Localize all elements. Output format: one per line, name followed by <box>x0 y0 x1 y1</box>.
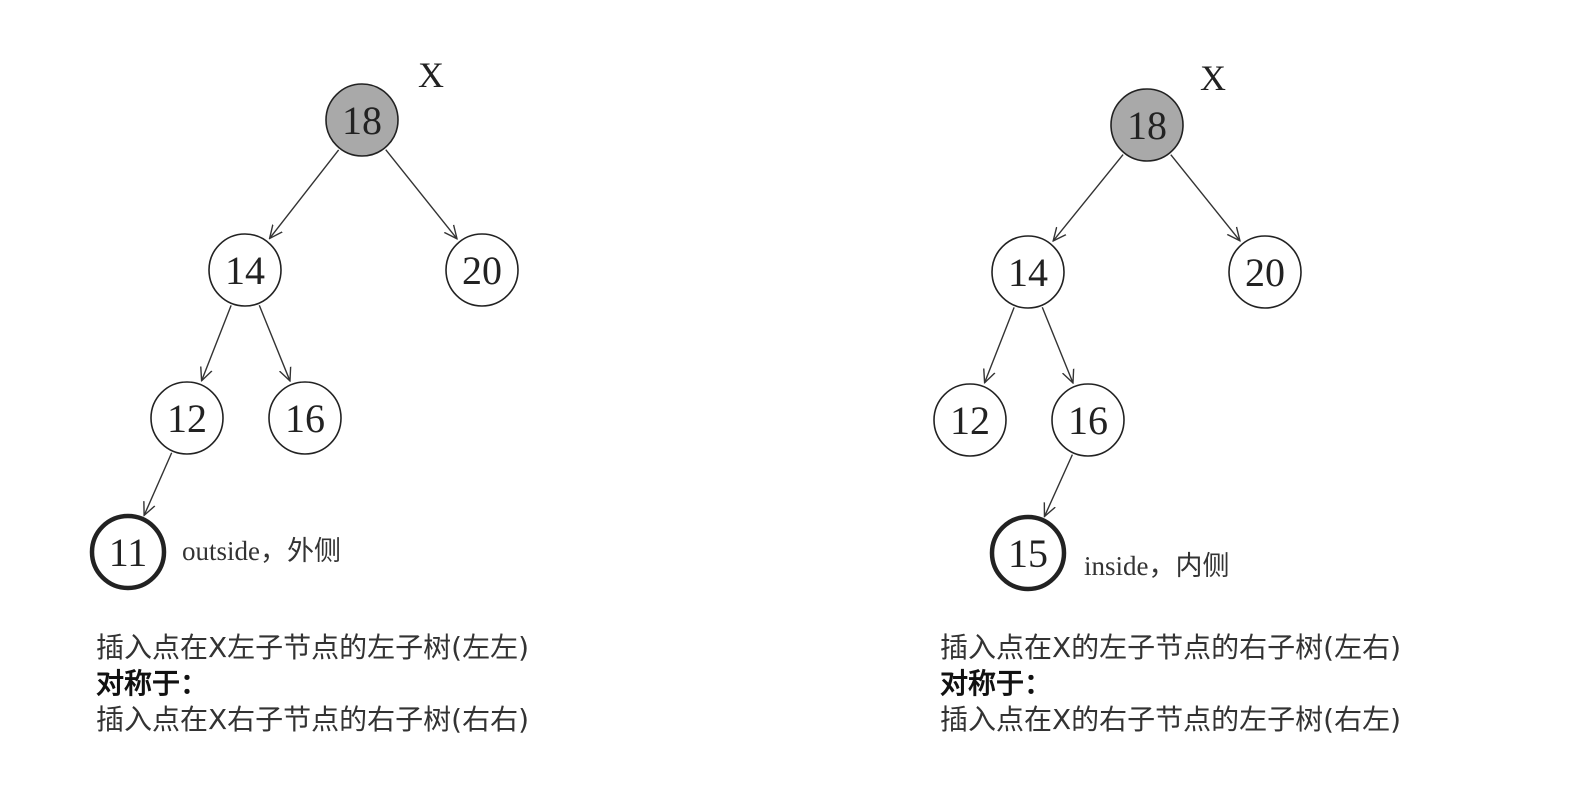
right-node-20: 20 <box>1228 235 1302 309</box>
left-node-12: 12 <box>150 381 224 455</box>
left-node-value-11: 11 <box>109 530 148 575</box>
left-node-14: 14 <box>208 233 282 307</box>
left-node-20: 20 <box>445 233 519 307</box>
left-edge-12-to-11 <box>144 452 173 516</box>
right-node-14: 14 <box>991 235 1065 309</box>
right-node-circle-20 <box>1228 235 1302 309</box>
right-edge-16-to-15 <box>1044 454 1074 517</box>
right-caption: 插入点在X的左子节点的右子树(左右) 对称于： 插入点在X的右子节点的左子树(右… <box>940 630 1401 738</box>
left-node-circle-14 <box>208 233 282 307</box>
right-inserted-position-label: inside，内侧 <box>1084 551 1230 581</box>
right-node-circle-15 <box>989 514 1067 592</box>
left-node-circle-11 <box>89 513 167 591</box>
left-node-value-20: 20 <box>462 248 502 293</box>
left-node-value-14: 14 <box>225 248 265 293</box>
right-node-value-15: 15 <box>1008 531 1048 576</box>
left-node-16: 16 <box>268 381 342 455</box>
left-caption-symmetric-label: 对称于： <box>96 667 209 700</box>
right-node-18-root: 18 <box>1110 88 1184 162</box>
left-node-circle-18 <box>325 83 399 157</box>
left-node-circle-12 <box>150 381 224 455</box>
right-node-circle-12 <box>933 383 1007 457</box>
left-edge-14-to-12 <box>202 305 232 380</box>
right-edge-18-to-20 <box>1170 154 1240 241</box>
right-edge-14-to-16 <box>1041 306 1073 383</box>
left-edge-14-to-16 <box>258 304 290 381</box>
left-node-value-16: 16 <box>285 396 325 441</box>
right-node-value-18: 18 <box>1127 103 1167 148</box>
right-node-circle-14 <box>991 235 1065 309</box>
left-root-x-label: X <box>418 55 444 95</box>
right-edge-18-to-14 <box>1053 154 1124 241</box>
left-caption-line1: 插入点在X左子节点的左子树(左左) <box>96 631 530 664</box>
right-root-x-label: X <box>1200 58 1226 98</box>
left-node-circle-16 <box>268 381 342 455</box>
right-node-circle-16 <box>1051 383 1125 457</box>
left-caption-line3: 插入点在X右子节点的右子树(右右) <box>96 703 530 736</box>
left-edge-18-to-20 <box>385 149 457 239</box>
right-node-circle-18 <box>1110 88 1184 162</box>
left-node-11-inserted: 11 <box>89 513 167 591</box>
right-node-value-20: 20 <box>1245 250 1285 295</box>
right-caption-symmetric-label: 对称于： <box>940 667 1053 700</box>
right-edge-14-to-12 <box>985 307 1015 382</box>
left-inserted-position-label: outside，外侧 <box>182 536 341 566</box>
right-node-16: 16 <box>1051 383 1125 457</box>
left-edge-18-to-14 <box>270 149 340 238</box>
left-node-value-18: 18 <box>342 98 382 143</box>
right-caption-line1: 插入点在X的左子节点的右子树(左右) <box>940 631 1402 664</box>
left-node-circle-20 <box>445 233 519 307</box>
right-node-12: 12 <box>933 383 1007 457</box>
left-caption: 插入点在X左子节点的左子树(左左) 对称于： 插入点在X右子节点的右子树(右右) <box>96 630 529 738</box>
right-caption-line3: 插入点在X的右子节点的左子树(右左) <box>940 703 1402 736</box>
left-node-value-12: 12 <box>167 396 207 441</box>
right-node-15-inserted: 15 <box>989 514 1067 592</box>
right-node-value-14: 14 <box>1008 250 1048 295</box>
right-node-value-12: 12 <box>950 398 990 443</box>
left-node-18-root: 18 <box>325 83 399 157</box>
right-node-value-16: 16 <box>1068 398 1108 443</box>
